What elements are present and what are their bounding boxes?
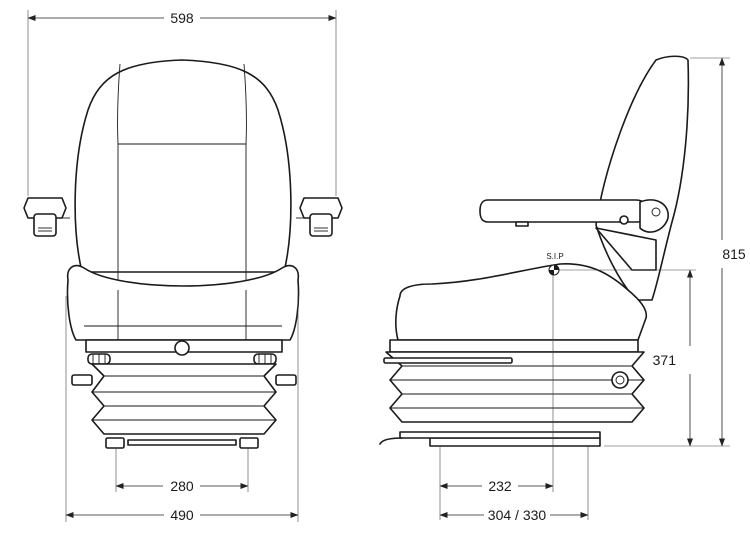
- dim-sip-depth: 232: [488, 478, 512, 494]
- dim-base-depth: 304 / 330: [488, 507, 547, 523]
- side-seat-cushion: [395, 263, 648, 341]
- front-right-armrest: [296, 197, 343, 237]
- side-adjust-knob: [611, 371, 629, 389]
- side-view: [379, 55, 690, 447]
- front-bellows: [91, 363, 277, 435]
- dim-base-inner-width: 280: [170, 478, 194, 494]
- dimension-lines: [27, 10, 730, 522]
- side-armrest: [479, 199, 669, 271]
- side-base-plate: [429, 437, 601, 447]
- front-seat-cushion: [66, 264, 300, 341]
- dim-sip-height: 371: [653, 352, 677, 368]
- dim-side-height: 815: [722, 246, 746, 262]
- front-left-armrest: [23, 197, 70, 237]
- front-adjust-knob: [174, 340, 190, 356]
- dim-base-width: 490: [170, 507, 194, 523]
- dim-overall-width: 598: [170, 10, 194, 26]
- sip-label: S.I.P: [546, 252, 563, 261]
- front-backrest: [74, 59, 292, 273]
- front-view: [23, 59, 343, 449]
- sip-marker: [548, 264, 560, 276]
